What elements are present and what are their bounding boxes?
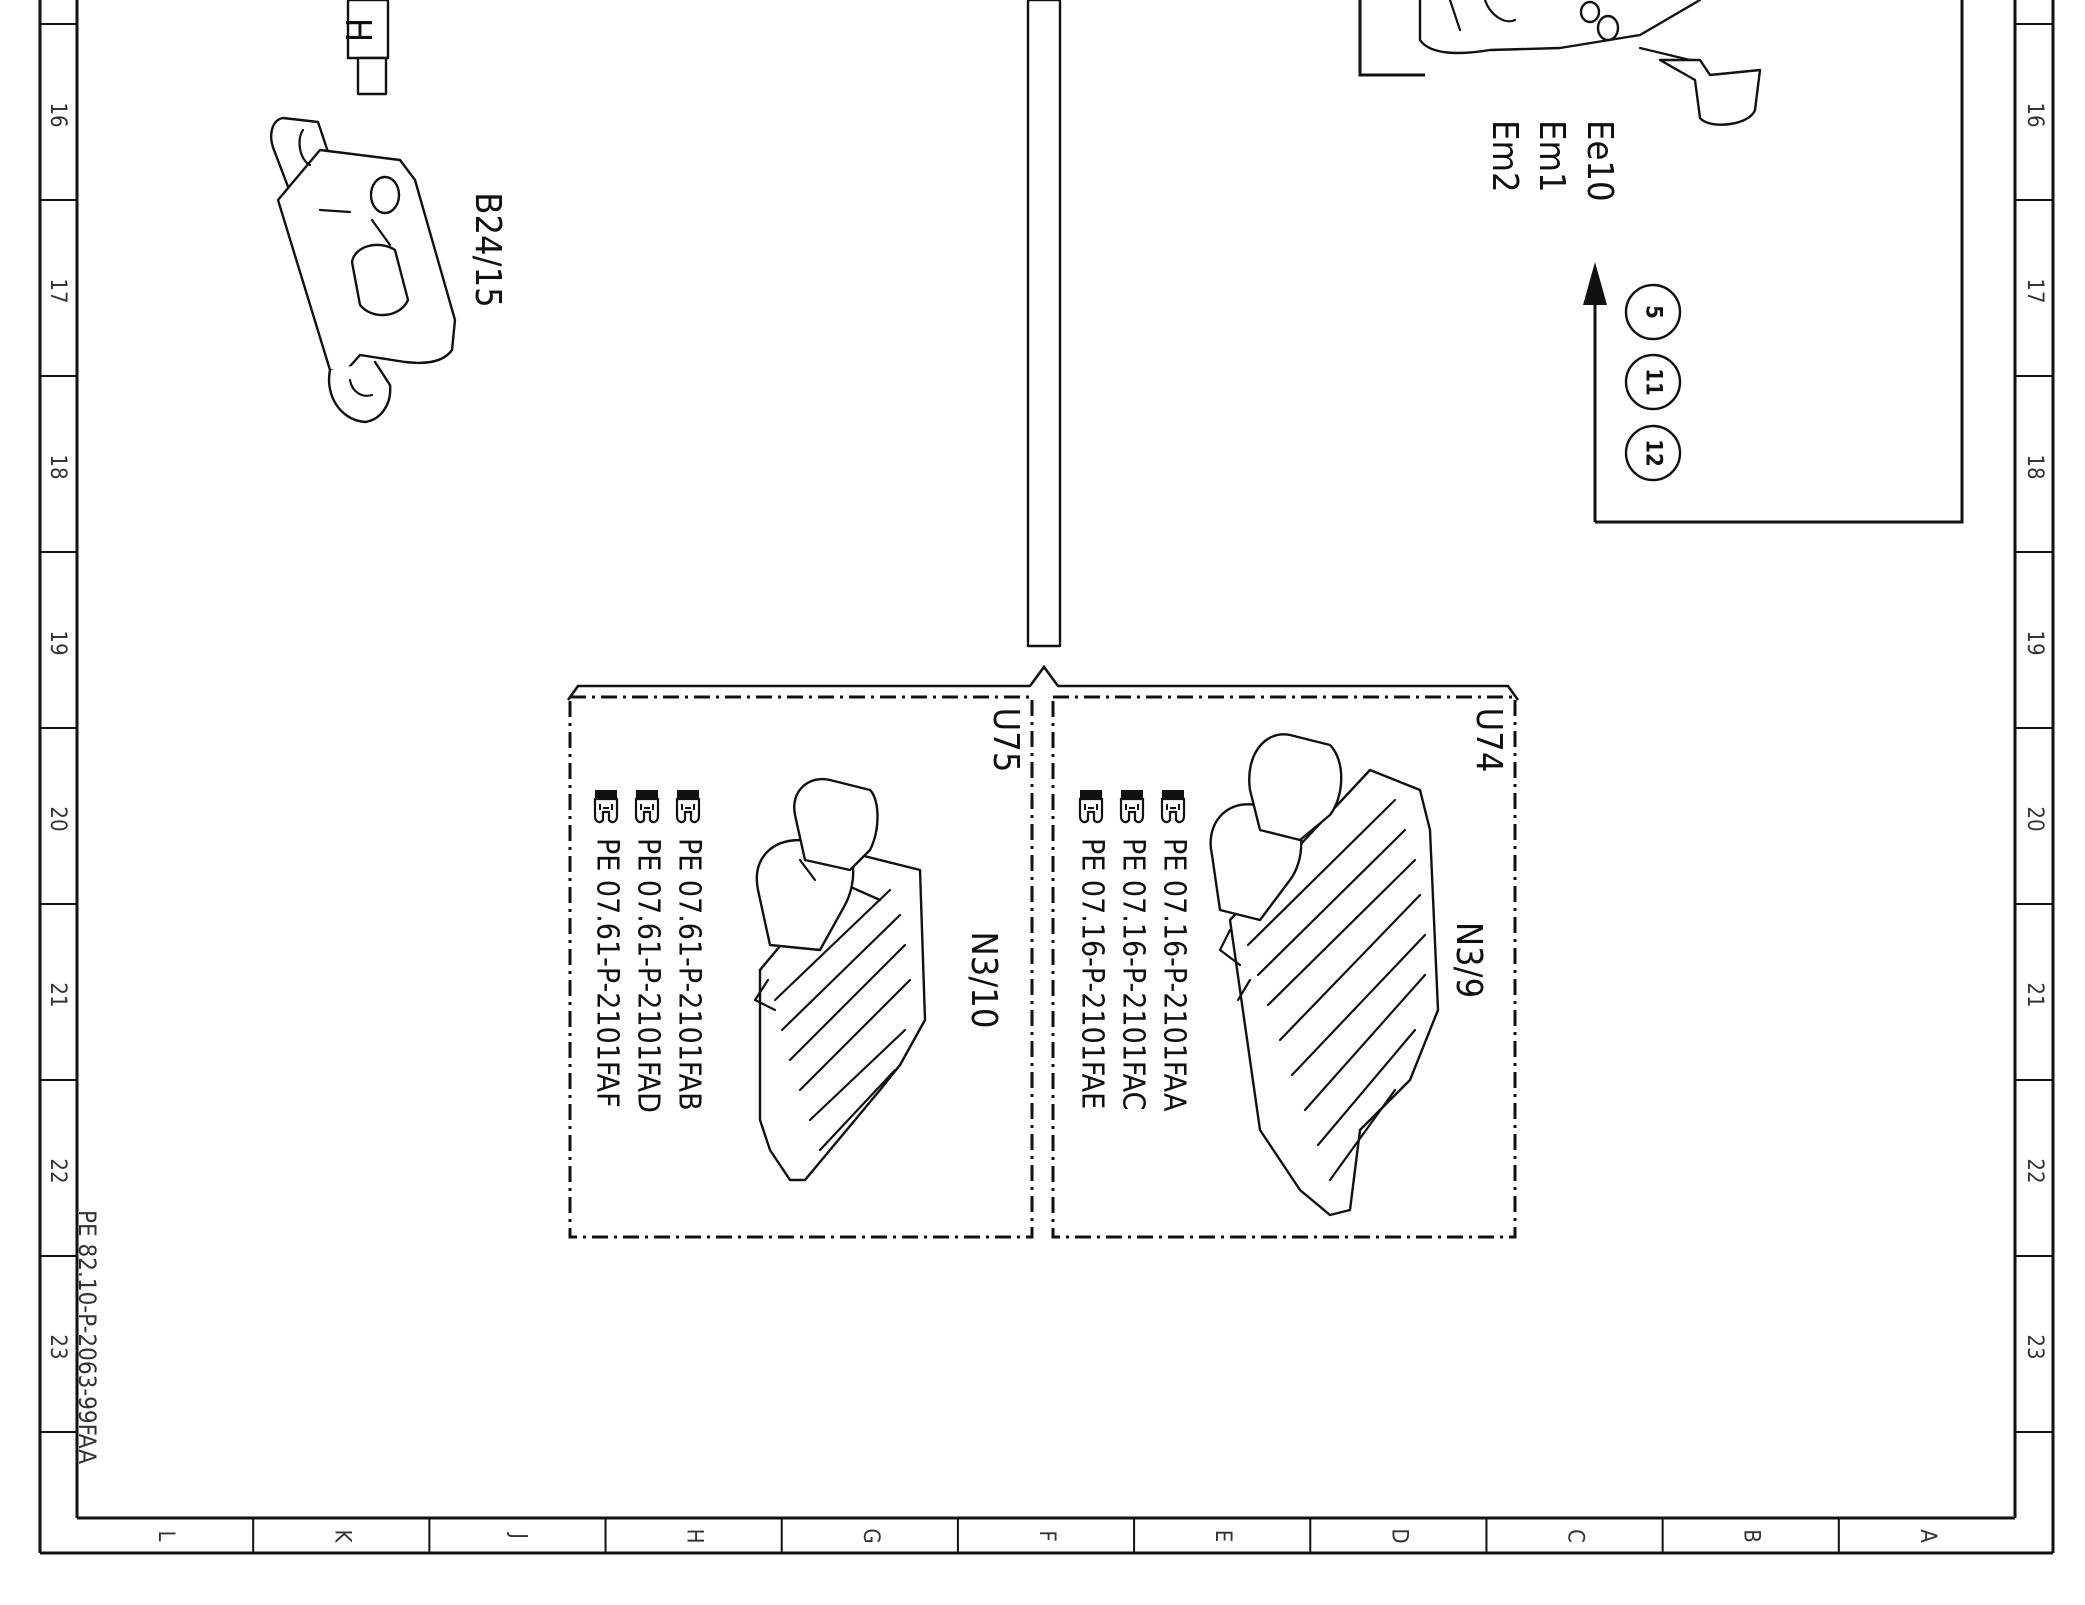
e-code-ee10: Ee10 [1579, 120, 1620, 202]
n3-9-label: N3/9 [1448, 922, 1489, 998]
pointing-hand-icon [634, 790, 660, 824]
vertical-harness [1026, 0, 1062, 648]
circled-ref-11: 11 [1624, 353, 1682, 411]
column-label: D [1386, 1528, 1411, 1543]
row-label-right: 18 [2022, 454, 2047, 479]
n3-9-control-unit-drawing [1209, 733, 1440, 1217]
h-connector: H [337, 0, 390, 96]
row-label-right: 21 [2022, 982, 2047, 1007]
svg-text:12: 12 [1641, 439, 1666, 467]
row-label-right: 23 [2022, 1334, 2047, 1359]
h-connector-label: H [337, 18, 378, 42]
row-label-left: 19 [45, 630, 70, 655]
column-label: E [1210, 1530, 1235, 1543]
b24-15-sensor-drawing: B24/15 [270, 116, 508, 424]
column-label: G [858, 1528, 883, 1543]
row-grid-ticks: 16 16 17 17 18 18 19 19 20 20 21 21 22 22 23 23 [40, 23, 2053, 1433]
e-code-em1: Em1 [1531, 120, 1572, 193]
row-label-right: 20 [2022, 806, 2047, 831]
pointing-hand-icon [675, 790, 701, 824]
row-label-right: 17 [2022, 278, 2047, 303]
b24-15-label: B24/15 [467, 192, 508, 308]
reference-code: PE 07.61-P-2101FAF [590, 838, 625, 1108]
row-label-right: 16 [2022, 102, 2047, 127]
row-label-left: 16 [45, 102, 70, 127]
row-label-left: 22 [45, 1158, 70, 1183]
column-label: A [1915, 1529, 1940, 1543]
reference-code: PE 07.16-P-2101FAC [1116, 838, 1151, 1110]
column-label: L [153, 1530, 178, 1541]
drawing-frame [38, 0, 2055, 1555]
n3-10-label: N3/10 [963, 932, 1004, 1029]
arrow-up-icon [1583, 262, 1607, 305]
e-code-em2: Em2 [1484, 120, 1525, 193]
row-label-left: 21 [45, 982, 70, 1007]
reference-code: PE 07.16-P-2101FAA [1157, 838, 1192, 1112]
row-label-left: 18 [45, 454, 70, 479]
pointing-hand-icon [1119, 790, 1145, 824]
pointing-hand-icon [593, 790, 619, 824]
column-label: F [1034, 1530, 1059, 1541]
column-label: B [1739, 1529, 1764, 1543]
pointing-hand-icon [1078, 790, 1104, 824]
column-label: H [682, 1529, 707, 1544]
circled-ref-12: 12 [1624, 424, 1682, 482]
column-label: J [505, 1531, 530, 1539]
reference-code: PE 07.16-P-2101FAE [1075, 838, 1110, 1109]
reference-code: PE 07.61-P-2101FAD [631, 838, 666, 1113]
variant-brace [566, 664, 1520, 701]
u75-label: U75 [985, 708, 1026, 773]
row-label-right: 19 [2022, 630, 2047, 655]
column-label: C [1563, 1529, 1588, 1543]
row-label-left: 20 [45, 806, 70, 831]
row-label-left: 23 [45, 1334, 70, 1359]
pointing-hand-icon [1160, 790, 1186, 824]
drawing-footer-code: PE 82.10-P-2063-99FAA [73, 1210, 101, 1464]
svg-text:11: 11 [1641, 368, 1666, 396]
reference-code: PE 07.61-P-2101FAB [672, 838, 707, 1111]
row-label-right: 22 [2022, 1158, 2047, 1183]
u74-label: U74 [1468, 708, 1509, 773]
circled-ref-5: 5 [1624, 283, 1682, 341]
svg-text:5: 5 [1641, 305, 1666, 319]
top-right-component: Ee10 Em1 Em2 5 11 12 [1358, 0, 1964, 524]
column-label: K [329, 1530, 354, 1544]
row-label-left: 17 [45, 278, 70, 303]
n3-10-control-unit-drawing [753, 777, 927, 1182]
